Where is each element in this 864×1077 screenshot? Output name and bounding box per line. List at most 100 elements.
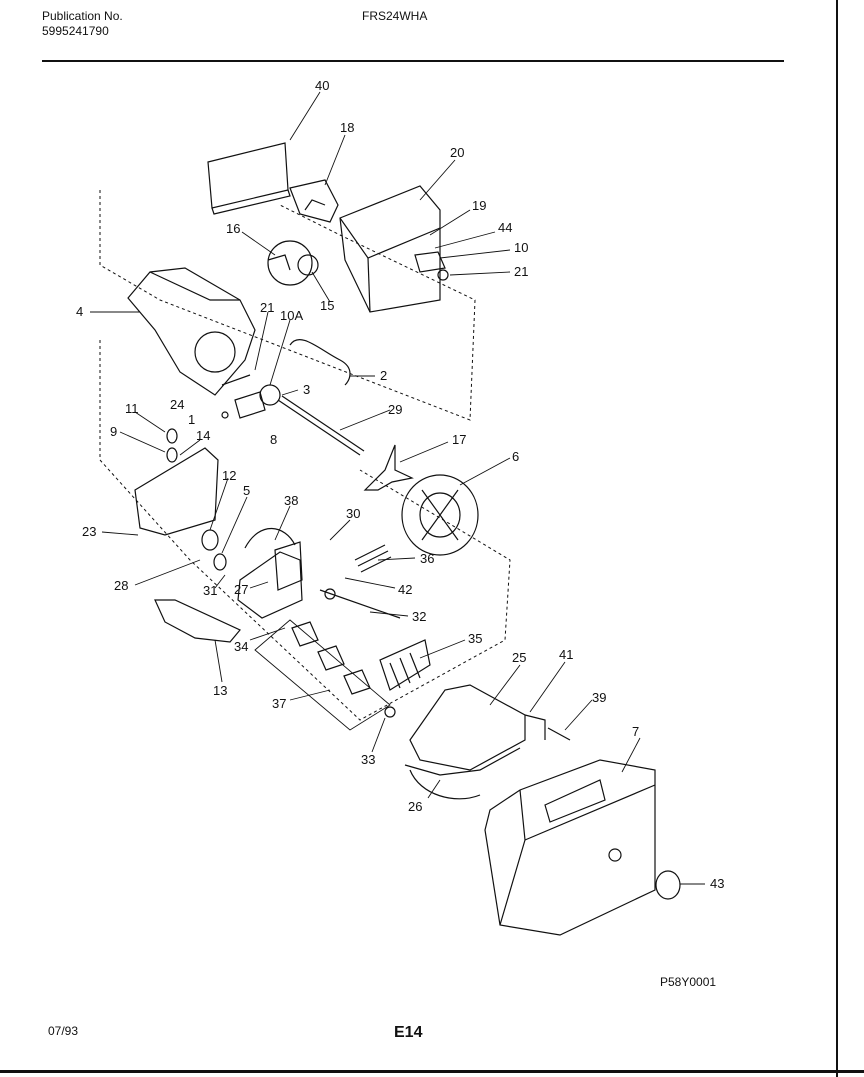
callout-15: 15 [320,298,334,313]
callout-40: 40 [315,78,329,93]
callout-26: 26 [408,799,422,814]
part-41-tab [524,714,546,740]
callout-4: 4 [76,304,83,319]
callout-25: 25 [512,650,526,665]
callout-9: 9 [110,424,117,439]
callout-5: 5 [243,483,250,498]
callout-2: 2 [380,368,387,383]
leader-10A [269,319,291,386]
leader-13 [214,639,223,683]
part-37-piece-a [291,621,319,647]
part-7-button-hole [608,848,622,862]
part-6-hub [419,492,461,538]
part-16-clip [267,254,291,271]
callout-33: 33 [361,752,375,767]
leader-39 [564,699,593,731]
part-1-pin [221,411,229,419]
part-37-piece-c [343,669,371,695]
part-42-stop [324,588,336,600]
leader-25 [489,664,521,706]
callout-6: 6 [512,449,519,464]
part-9-washer [166,447,178,463]
callout-10A: 10A [280,308,303,323]
callout-10: 10 [514,240,528,255]
part-15-bulb [297,254,319,276]
part-39-screw [547,727,571,741]
leader-35 [419,639,466,659]
leader-33 [371,717,386,753]
part-11-washer [166,428,178,444]
callout-35: 35 [468,631,482,646]
callout-20: 20 [450,145,464,160]
leader-9 [119,431,166,453]
part-38-spring [244,528,296,549]
callout-36: 36 [420,551,434,566]
leader-12 [209,477,229,531]
model-number: FRS24WHA [362,9,428,23]
right-border [836,0,838,1077]
leader-40 [289,91,321,141]
leader-26 [427,779,441,799]
leader-5 [221,496,248,554]
part-20-housing [339,185,441,313]
part-6-wheel [401,474,479,556]
part-40-shield [207,142,289,209]
leader-32 [369,611,409,617]
leader-21-upper [449,271,511,276]
part-35-ribs [389,652,421,689]
callout-19: 19 [472,198,486,213]
callout-38: 38 [284,493,298,508]
part-29-shaft [277,399,361,456]
part-12-bearing [201,529,219,551]
callout-30: 30 [346,506,360,521]
callout-27: 27 [234,582,248,597]
lower-dash-outline [99,340,511,721]
leader-10 [439,249,511,259]
callout-14: 14 [196,428,210,443]
part-21-screw [437,269,449,281]
leader-14 [179,439,201,456]
leader-19 [429,209,471,236]
part-40-edge [211,189,291,215]
leader-31 [214,574,226,589]
diagram-code: P58Y0001 [660,975,717,989]
callout-32: 32 [412,609,426,624]
part-20-top-edge [339,217,441,259]
footer-date: 07/93 [48,1024,79,1038]
page-code: E14 [394,1024,423,1041]
callout-12: 12 [222,468,236,483]
part-13-flap [154,599,241,643]
callout-28: 28 [114,578,128,593]
callout-31: 31 [203,583,217,598]
part-23-plate [134,447,219,536]
part-4-rim [149,271,240,301]
part-8-bracket [234,391,266,419]
callout-34: 34 [234,639,248,654]
callout-16: 16 [226,221,240,236]
callout-37: 37 [272,696,286,711]
callout-1: 1 [188,412,195,427]
callout-23: 23 [82,524,96,539]
part-4-opening [194,331,236,373]
leader-42 [344,577,396,589]
leader-23 [101,531,139,536]
leader-20 [419,159,456,201]
part-7-opening [544,779,606,823]
leader-27 [249,581,269,589]
publication-number: 5995241790 [42,24,109,38]
part-37-group-outline [254,619,391,731]
part-37-piece-b [317,645,345,671]
leader-37 [289,689,331,701]
part-35-guide [379,639,431,691]
leader-7 [621,737,641,773]
callout-13: 13 [213,683,227,698]
callout-43: 43 [710,876,724,891]
part-16-socket [267,240,313,286]
part-25-cover [409,684,526,771]
leader-34 [249,627,286,641]
part-18-terminals [304,199,326,211]
callout-17: 17 [452,432,466,447]
leader-16 [241,231,276,256]
part-18-switch [289,179,339,223]
